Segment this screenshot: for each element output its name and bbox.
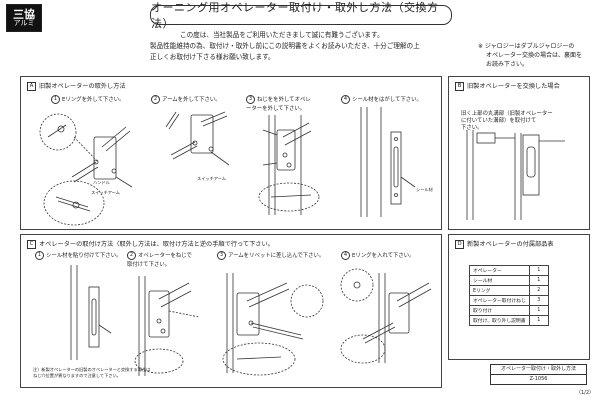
step-number: 3 bbox=[217, 251, 226, 260]
part-name: 取り付け bbox=[469, 305, 530, 316]
part-name: オペレーター bbox=[469, 265, 530, 276]
panel-b-caption: 旧く上部の丸溝部（旧製オペレーター に付いていた溝部）を取付けて 下さい。 bbox=[461, 111, 553, 132]
part-qty: 2 bbox=[528, 285, 549, 296]
figure-c2-screw-fix bbox=[134, 276, 200, 376]
step-number: 4 bbox=[341, 95, 350, 104]
figure-a3-operator-removal bbox=[258, 115, 320, 215]
panel-c-footnote: 注）新製オペレーターの旧製のオペレーターと交換する場合は ねじ穴位置が異なります… bbox=[33, 367, 150, 379]
step-text: Eリングを入れて下さい。 bbox=[352, 253, 415, 259]
footnote-line: 注）新製オペレーターの旧製のオペレーターと交換する場合は bbox=[33, 367, 151, 372]
panel-b-number: B bbox=[455, 81, 464, 91]
figure-c3-arm-insert bbox=[222, 273, 324, 376]
figure-c4-eclip-insert bbox=[340, 268, 432, 364]
note-line: お読み下さい。 bbox=[486, 61, 529, 68]
panel-a-title-text: 旧製オペレーターの取外し方法 bbox=[39, 83, 126, 90]
figure-a4-seal-removal bbox=[360, 107, 416, 217]
step-text: ねじをを外してオペレーターを外して下さい。 bbox=[246, 97, 311, 112]
panel-b-title-text: 旧製オペレーターを交換した場合 bbox=[467, 83, 560, 90]
label-seal: シール材 bbox=[416, 187, 433, 192]
part-name: シール材 bbox=[469, 275, 530, 286]
caption-line: 下さい。 bbox=[461, 125, 483, 131]
page-title: オーニング用オペレーター取付け・取外し方法（交換方法） bbox=[150, 1, 452, 30]
figure-b-bracket bbox=[466, 130, 565, 220]
note-line: オペレーター交換の場合は、裏面を bbox=[486, 52, 583, 59]
step-text: Eリングを外して下さい。 bbox=[62, 97, 125, 103]
logo-text: 三協 bbox=[13, 7, 35, 21]
panel-c-number: C bbox=[27, 239, 36, 249]
step-number: 2 bbox=[127, 251, 136, 260]
note-text: ※ ジャロジーはダブルジャロジーの オペレーター交換の場合は、裏面を お読み下さ… bbox=[478, 42, 588, 69]
intro-line: 製品性能維持の為、取付け・取外し前にこの説明書をよくお読みいただき、十分ご理解の… bbox=[150, 42, 420, 50]
step-text: シール材をはがして下さい。 bbox=[352, 97, 422, 103]
footer-code: Z-1056 bbox=[529, 376, 548, 382]
figure-c1-seal-attach bbox=[70, 265, 112, 360]
part-qty: 1 bbox=[528, 265, 549, 276]
intro-line: 正しくお取付け下さる様お願い致します。 bbox=[150, 53, 275, 61]
figure-a1-eclip-removal bbox=[39, 113, 133, 226]
intro-line: この度は、当社製品をご利用いただきまして誠に有難うございます。 bbox=[180, 31, 384, 39]
label-switch-arm-2: スイッチアーム bbox=[197, 176, 226, 181]
footer-title: オペレーター取付け・取外し方法 bbox=[491, 365, 586, 375]
logo-subtext: アルミ bbox=[13, 19, 35, 28]
page-number: （1/2） bbox=[576, 390, 595, 396]
part-qty: 1 bbox=[528, 305, 549, 316]
panel-d-number: D bbox=[455, 239, 464, 249]
step-text: アームを外して下さい。 bbox=[162, 97, 221, 103]
label-handle: ハンドル bbox=[93, 180, 110, 185]
panel-a-number: A bbox=[27, 81, 36, 91]
figure-a2-arm-removal bbox=[165, 111, 230, 166]
caption-line: 旧く上部の丸溝部（旧製オペレーター bbox=[461, 111, 553, 117]
part-name: 取付け、取り外し説明書 bbox=[469, 315, 530, 326]
panel-d-title-text: 新製オペレーターの付属部品表 bbox=[467, 241, 554, 248]
part-qty: 3 bbox=[528, 295, 549, 306]
panel-c-title-text: オペレーターの取付け方法（取外し方法は、取付け方法と逆の手順で行って下さい。 bbox=[39, 241, 274, 248]
footnote-line: ねじ穴位置が異なりますので注意して下さい。 bbox=[33, 373, 121, 378]
step-text: シール材を貼り付けて下さい。 bbox=[46, 253, 122, 259]
step-text: アームをリベットに差し込んで下さい。 bbox=[228, 253, 325, 259]
step-text: オペレーターをねじで取付けて下さい。 bbox=[127, 253, 192, 268]
label-switch-arm: スイッチアーム bbox=[91, 190, 120, 195]
caption-line: に付いていた溝部）を取付けて bbox=[461, 118, 537, 124]
step-number: 1 bbox=[51, 95, 60, 104]
note-line: ※ ジャロジーはダブルジャロジーの bbox=[478, 43, 575, 50]
part-name: オペレーター取付けねじ bbox=[469, 295, 530, 306]
logo: 三協 アルミ bbox=[6, 4, 42, 32]
footer-box: オペレーター取付け・取外し方法 Z-1056 bbox=[490, 364, 587, 385]
part-qty: 1 bbox=[528, 315, 549, 326]
step-number: 3 bbox=[246, 95, 255, 104]
part-name: Eリング bbox=[469, 285, 530, 296]
step-number: 4 bbox=[341, 251, 350, 260]
intro-text: この度は、当社製品をご利用いただきまして誠に有難うございます。 製品性能維持の為… bbox=[150, 30, 450, 63]
part-qty: 1 bbox=[528, 275, 549, 286]
step-number: 1 bbox=[35, 251, 44, 260]
step-number: 2 bbox=[151, 95, 160, 104]
